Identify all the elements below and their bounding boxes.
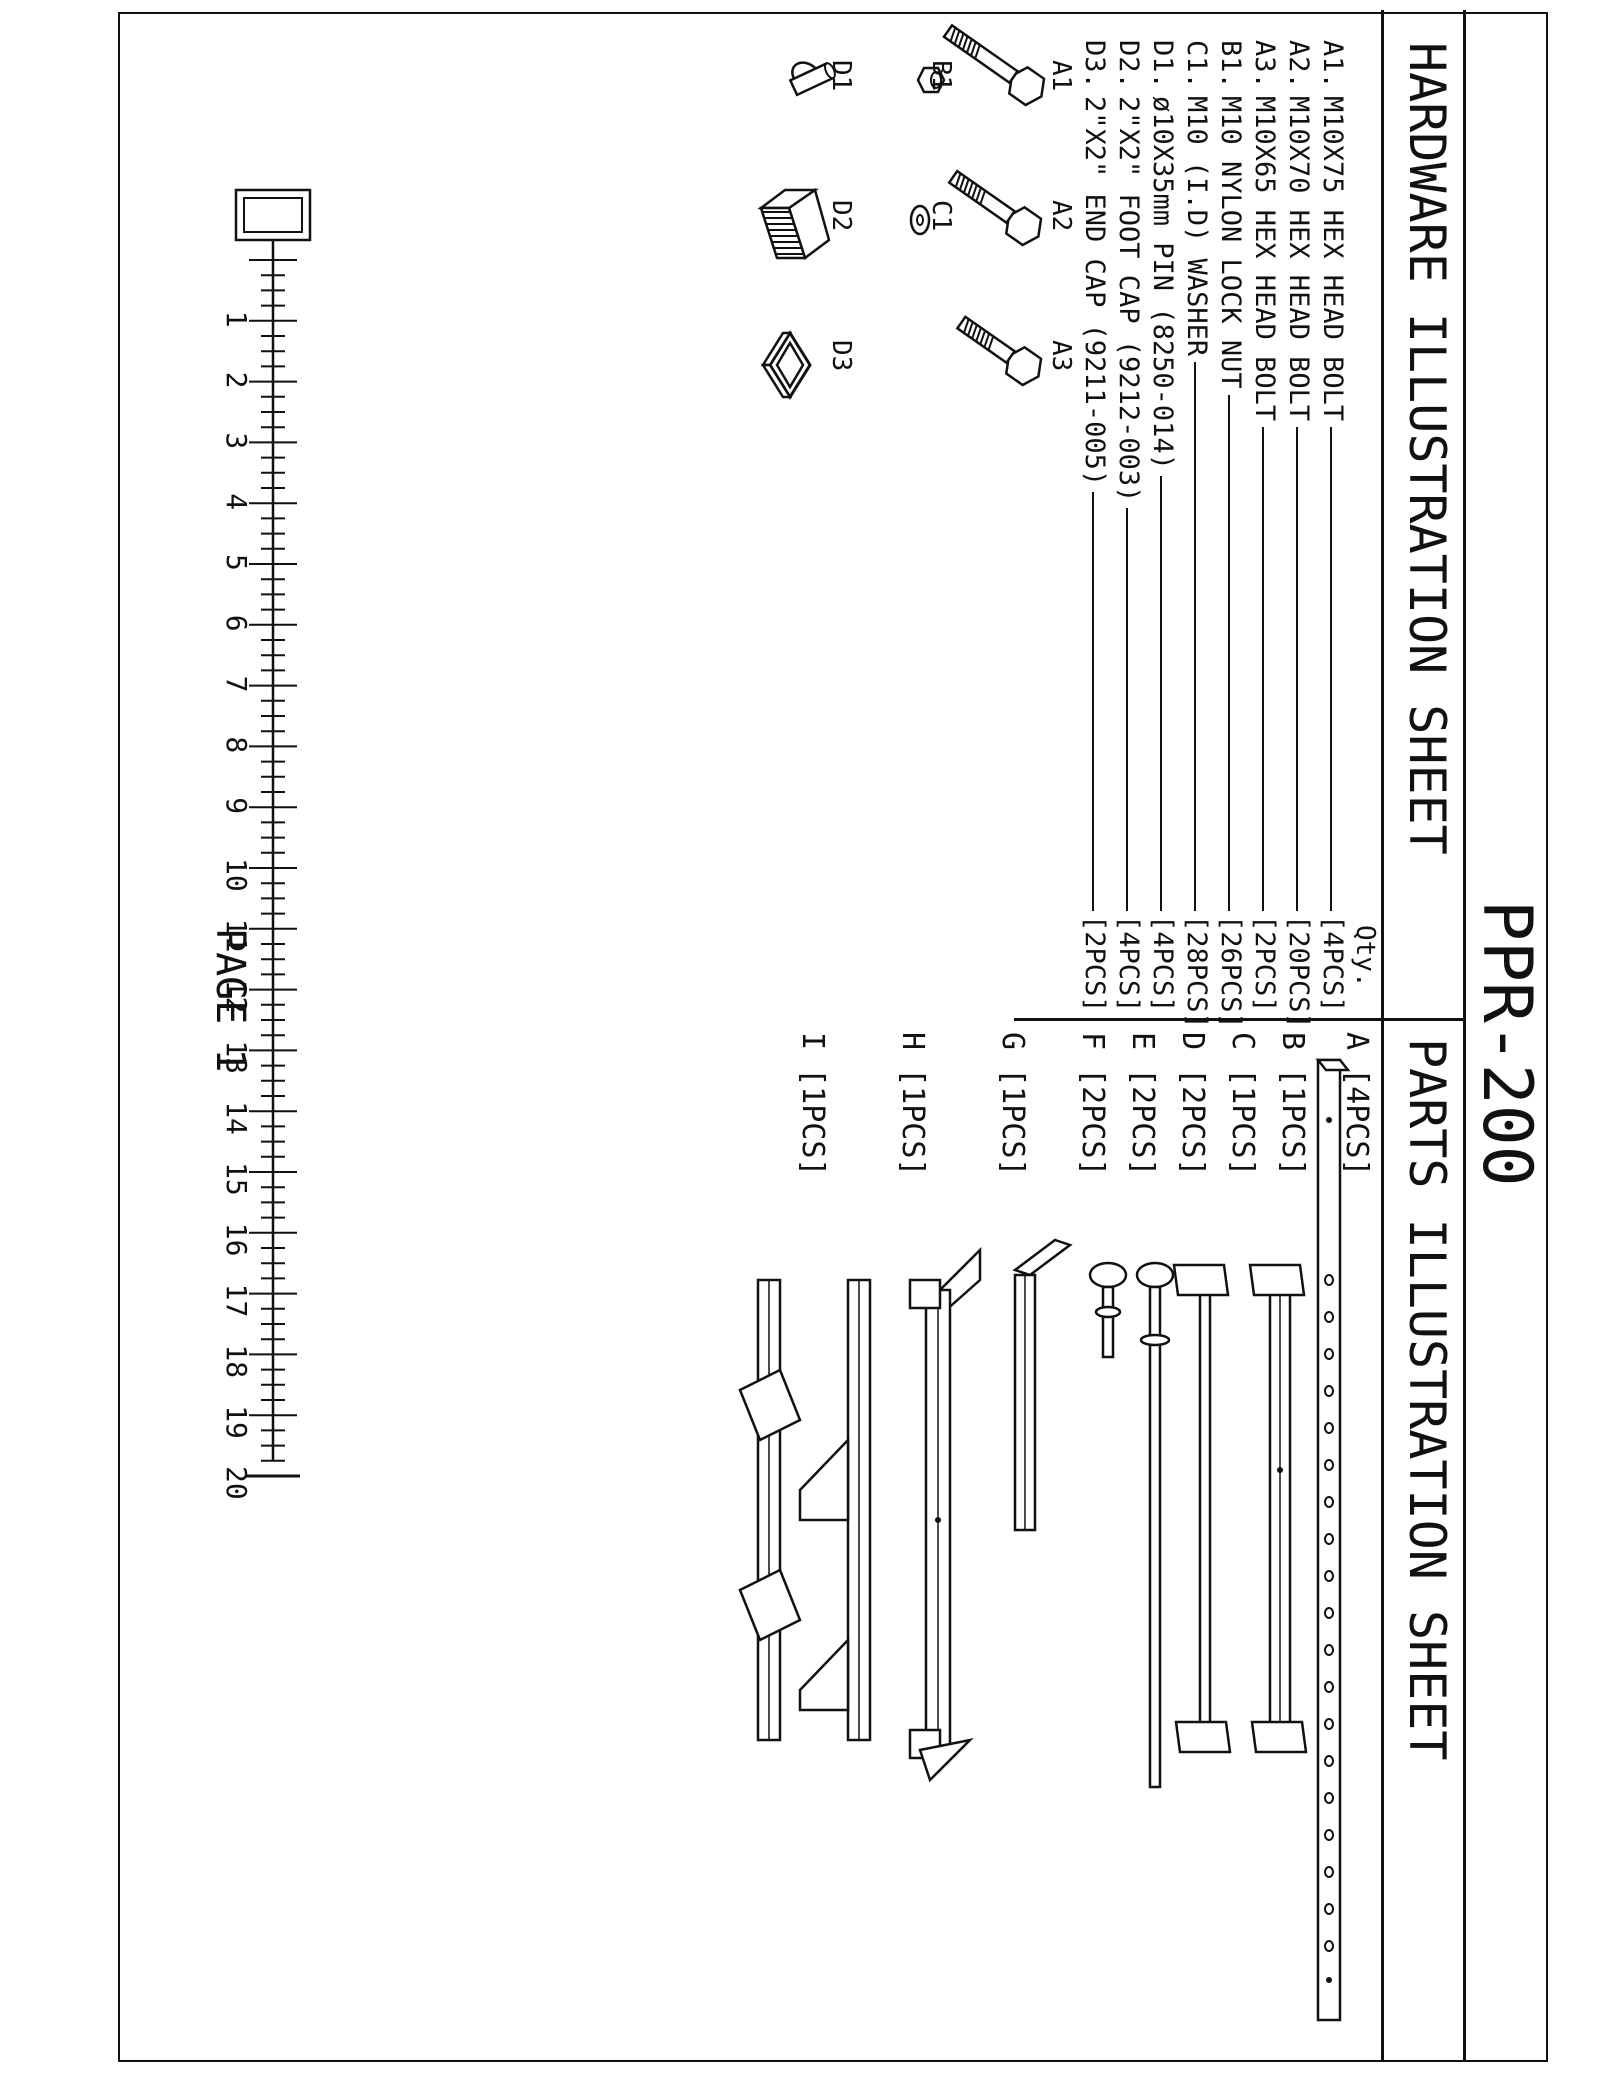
hardware-figure-label: A3 [1046, 340, 1076, 372]
sheet-border [118, 12, 1548, 2062]
leader-line [1160, 476, 1162, 911]
leader-line [1330, 427, 1332, 911]
leader-line [1126, 508, 1128, 911]
hardware-item-row: D3. 2"X2" END CAP (9211-005) [2PCS] [1078, 10, 1112, 1013]
part-d-drawing [1135, 1261, 1175, 1789]
hardware-item-row: C1. M10 (I.D) WASHER [28PCS] [1180, 10, 1214, 1029]
hardware-item-code: D1. [1147, 40, 1178, 89]
ruler-number: 3 [220, 432, 253, 450]
hardware-item-row: B1. M10 NYLON LOCK NUT [26PCS] [1214, 10, 1248, 1029]
lock-nut-drawing [916, 66, 946, 94]
parts-sheet-title: PARTS ILLUSTRATION SHEET [1398, 1038, 1456, 1761]
hardware-item-qty: [26PCS] [1215, 915, 1246, 1029]
leader-line [1262, 427, 1264, 911]
end-cap-drawing [760, 330, 812, 400]
ruler-number: 20 [220, 1466, 253, 1500]
hardware-item-code: A2. [1283, 40, 1314, 89]
hardware-item-qty: [20PCS] [1283, 915, 1314, 1029]
pin-drawing [788, 61, 836, 97]
hardware-item-row: A2. M10X70 HEX HEAD BOLT [20PCS] [1282, 10, 1316, 1029]
ruler-number: 16 [220, 1222, 253, 1257]
page-label: PAGE 1 [207, 928, 253, 1073]
washer-drawing [909, 204, 931, 236]
hardware-item-qty: [28PCS] [1181, 915, 1212, 1029]
ruler-number: 6 [220, 614, 253, 632]
foot-cap-drawing [757, 187, 831, 261]
hardware-figure-label: D1 [826, 60, 856, 92]
hardware-item-row: D2. 2"X2" FOOT CAP (9212-003) [4PCS] [1112, 10, 1146, 1013]
part-h-drawing [798, 1278, 872, 1742]
part-b-drawing [1248, 1263, 1308, 1754]
part-e-drawing [1088, 1261, 1128, 1359]
title-divider [1463, 10, 1466, 2060]
hardware-item-desc: M10 (I.D) WASHER [1181, 96, 1212, 357]
hardware-item-code: D2. [1113, 40, 1144, 89]
ruler-number: 18 [220, 1344, 253, 1379]
hardware-item-code: A1. [1317, 40, 1348, 89]
ruler-number: 19 [220, 1405, 253, 1439]
part-g-drawing [908, 1246, 982, 1783]
leader-line [1228, 395, 1230, 911]
part-i-drawing [738, 1278, 802, 1742]
ruler-number: 14 [220, 1101, 253, 1135]
ruler-number: 10 [220, 858, 253, 892]
hardware-drawings [757, 23, 1046, 400]
hardware-item-row: D1. ø10X35mm PIN (8250-014) [4PCS] [1146, 10, 1180, 1013]
bolt-a1-drawing [942, 23, 1046, 107]
hardware-figure-label: D3 [826, 340, 856, 372]
hardware-item-desc: M10 NYLON LOCK NUT [1215, 96, 1246, 389]
leader-line [1092, 492, 1094, 911]
parts-drawings [738, 1058, 1351, 2022]
hardware-item-qty: [4PCS] [1113, 915, 1144, 1013]
hardware-item-code: C1. [1181, 40, 1212, 89]
bolt-a3-drawing [955, 315, 1043, 387]
hardware-figure-label: B1 [926, 60, 956, 92]
qty-header: Qty. [1350, 925, 1380, 988]
hardware-figure-label: D2 [826, 200, 856, 232]
hardware-item-qty: [2PCS] [1079, 915, 1110, 1013]
leader-line [1194, 362, 1196, 911]
rotated-page: PPR-200 HARDWARE ILLUSTRATION SHEET PART… [120, 10, 1550, 2060]
leader-line [1296, 427, 1298, 911]
hardware-item-code: D3. [1079, 40, 1110, 89]
ruler-number: 1 [220, 310, 253, 328]
hardware-item-desc: M10X70 HEX HEAD BOLT [1283, 96, 1314, 422]
ruler-number: 4 [220, 493, 253, 511]
column-divider [1384, 1018, 1466, 1021]
hardware-item-desc: M10X75 HEX HEAD BOLT [1317, 96, 1348, 422]
hardware-figure-label: A1 [1046, 60, 1076, 92]
ruler-number: 7 [220, 675, 253, 693]
hardware-item-row: A1. M10X75 HEX HEAD BOLT [4PCS] [1316, 10, 1350, 1013]
hardware-item-qty: [2PCS] [1249, 915, 1280, 1013]
ruler-drawing [234, 188, 312, 1478]
ruler-number: 5 [220, 554, 253, 571]
part-c-drawing [1172, 1263, 1232, 1754]
part-a-drawing [1315, 1058, 1351, 2022]
hardware-sheet-title: HARDWARE ILLUSTRATION SHEET [1398, 42, 1456, 855]
hardware-item-desc: M10X65 HEX HEAD BOLT [1249, 96, 1280, 422]
ruler-number: 17 [220, 1283, 253, 1318]
hardware-item-qty: [4PCS] [1317, 915, 1348, 1013]
hardware-figure-label: A2 [1046, 200, 1076, 232]
hardware-item-desc: ø10X35mm PIN (8250-014) [1147, 96, 1178, 470]
ruler-number: 15 [220, 1162, 253, 1196]
part-f-drawing [1012, 1238, 1073, 1532]
hardware-figure-label: C1 [926, 200, 956, 232]
hardware-item-code: B1. [1215, 40, 1246, 89]
ruler-number: 8 [220, 736, 253, 754]
ruler-number: 2 [220, 371, 253, 389]
hardware-item-row: A3. M10X65 HEX HEAD BOLT [2PCS] [1248, 10, 1282, 1013]
bolt-a2-drawing [947, 169, 1043, 247]
hardware-item-code: A3. [1249, 40, 1280, 89]
ruler-number: 9 [220, 797, 253, 815]
hardware-item-desc: 2"X2" FOOT CAP (9212-003) [1113, 96, 1144, 503]
model-title: PPR-200 [1467, 900, 1546, 1187]
hardware-item-desc: 2"X2" END CAP (9211-005) [1079, 96, 1110, 487]
hardware-item-qty: [4PCS] [1147, 915, 1178, 1013]
